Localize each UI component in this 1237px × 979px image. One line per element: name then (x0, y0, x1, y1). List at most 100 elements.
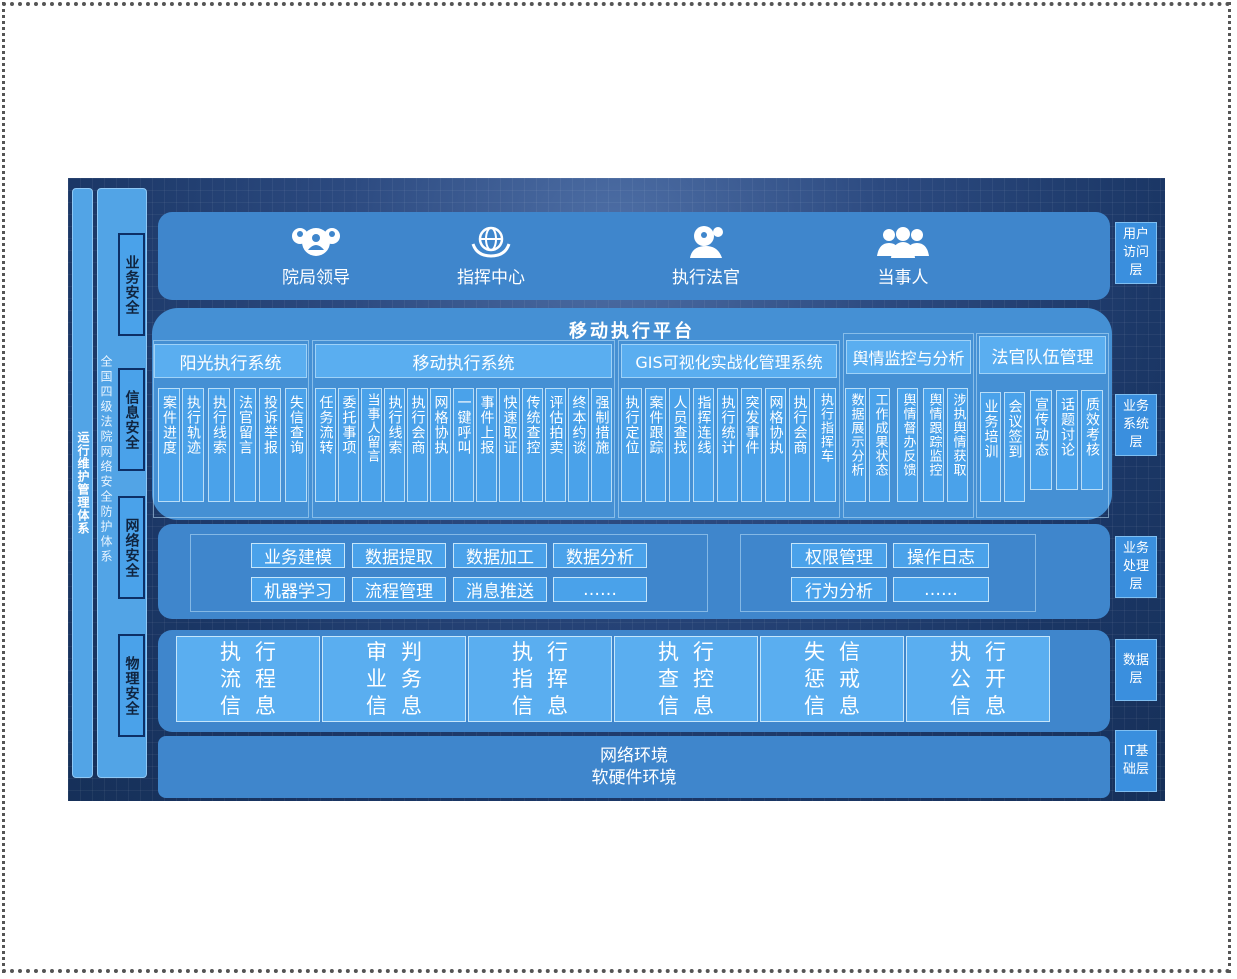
user-item-parties: 当事人 (843, 226, 963, 288)
system-frame-opinion (843, 333, 974, 518)
leaf-item: 数据展示分析 (845, 388, 866, 502)
leaf-item: 案件跟踪 (645, 388, 666, 502)
system-frame-gis (618, 340, 840, 518)
network-environment-label: 网络环境 (600, 746, 668, 766)
command-globe-icon (471, 226, 511, 258)
system-frame-sunshine (153, 340, 309, 518)
user-item-leaders: 院局领导 (256, 226, 376, 288)
system-header-opinion: 舆情监控与分析 (846, 340, 971, 374)
security-business: 业务安全 (118, 233, 145, 336)
leaf-item: 宣传动态 (1030, 390, 1052, 490)
leaf-item: 业务培训 (980, 392, 1001, 502)
processing-layer: 业务建模 数据提取 数据加工 数据分析 机器学习 流程管理 消息推送 …… 权限… (158, 524, 1110, 619)
leaf-item: 指挥连线 (693, 388, 714, 502)
leaf-item: 会议签到 (1004, 392, 1025, 502)
leaf-item: 执行会商 (789, 388, 810, 502)
architecture-diagram: 运行维护管理体系 全国四级法院网络安全防护体系 业务安全 信息安全 网络安全 物… (68, 178, 1165, 801)
leaf-item: 舆情跟踪监控 (923, 388, 944, 502)
processing-group-right (740, 534, 1036, 612)
process-item: 流程管理 (352, 577, 446, 602)
leaf-item: 当事人留言 (361, 388, 382, 502)
user-item-judge: 执行法官 (646, 224, 766, 288)
data-block: 执行指挥信息 (468, 636, 612, 722)
data-layer: 执行流程信息 审判业务信息 执行指挥信息 执行查控信息 失信惩戒信息 执行公开信… (158, 630, 1110, 732)
leaf-item: 质效考核 (1081, 390, 1103, 490)
process-item: 消息推送 (453, 577, 547, 602)
security-network: 网络安全 (118, 496, 145, 599)
side-label-data: 数据层 (1115, 639, 1157, 701)
leaf-item: 工作成果状态 (869, 388, 890, 502)
defense-system-label: 全国四级法院网络安全防护体系 (99, 355, 113, 565)
leaf-item: 失信查询 (285, 388, 307, 502)
process-item: 数据分析 (553, 543, 647, 568)
side-label-business-processing: 业务处理层 (1115, 536, 1157, 598)
side-label-user-access: 用户访问层 (1115, 222, 1157, 284)
process-item: 数据提取 (352, 543, 446, 568)
ops-system-bar: 运行维护管理体系 (72, 188, 93, 778)
leaf-item: 法官留言 (234, 388, 256, 502)
process-item: 权限管理 (791, 543, 887, 568)
system-header-judges: 法官队伍管理 (979, 336, 1106, 374)
user-label-parties: 当事人 (877, 268, 929, 288)
leaf-item: 一键呼叫 (453, 388, 474, 502)
leaf-item: 网格协执 (765, 388, 786, 502)
side-label-business-system: 业务系统层 (1115, 394, 1157, 456)
leaf-item: 事件上报 (476, 388, 497, 502)
processing-group-left (190, 534, 708, 612)
leaf-item: 投诉举报 (259, 388, 281, 502)
leaf-item: 执行轨迹 (182, 388, 204, 502)
system-header-sunshine: 阳光执行系统 (154, 344, 307, 378)
system-frame-mobile (312, 340, 615, 518)
leaf-item: 终本约谈 (568, 388, 589, 502)
leaf-item: 人员查找 (669, 388, 690, 502)
process-item: …… (553, 577, 647, 602)
parties-icon (877, 227, 929, 258)
process-item: 操作日志 (893, 543, 989, 568)
leaf-item: 突发事件 (741, 388, 762, 502)
hardware-software-label: 软硬件环境 (591, 768, 677, 788)
leaf-item: 传统查控 (522, 388, 543, 502)
leaf-item: 执行指挥车 (814, 388, 836, 502)
data-block: 执行流程信息 (176, 636, 320, 722)
leaf-item: 案件进度 (158, 388, 180, 502)
leaf-item: 任务流转 (315, 388, 336, 502)
platform-title: 移动执行平台 (569, 321, 695, 342)
leaders-icon (292, 228, 340, 256)
side-label-it-infrastructure: IT基础层 (1115, 730, 1157, 792)
user-label-command: 指挥中心 (457, 268, 525, 288)
leaf-item: 快速取证 (499, 388, 520, 502)
data-block: 执行查控信息 (614, 636, 758, 722)
user-access-layer: 院局领导 指挥中心 执行法官 (158, 212, 1110, 300)
leaf-item: 执行会商 (407, 388, 428, 502)
ops-system-label: 运行维护管理体系 (76, 431, 90, 535)
system-frame-judges (976, 333, 1109, 518)
data-block: 执行公开信息 (906, 636, 1050, 722)
leaf-item: 执行线索 (208, 388, 230, 502)
process-item: 行为分析 (791, 577, 887, 602)
process-item: 业务建模 (251, 543, 345, 568)
leaf-item: 执行线索 (384, 388, 405, 502)
leaf-item: 舆情督办反馈 (897, 388, 918, 502)
it-layer: 网络环境 软硬件环境 (158, 736, 1110, 798)
data-block: 失信惩戒信息 (760, 636, 904, 722)
security-physical: 物理安全 (118, 634, 145, 737)
user-item-command: 指挥中心 (431, 226, 551, 288)
data-block: 审判业务信息 (322, 636, 466, 722)
it-layer-text: 网络环境 软硬件环境 (534, 745, 734, 789)
leaf-item: 网格协执 (430, 388, 451, 502)
process-item: 机器学习 (251, 577, 345, 602)
user-label-judge: 执行法官 (672, 268, 740, 288)
leaf-item: 委托事项 (338, 388, 359, 502)
leaf-item: 评估拍卖 (545, 388, 566, 502)
leaf-item: 话题讨论 (1056, 390, 1078, 490)
process-item: …… (893, 577, 989, 602)
leaf-item: 执行定位 (621, 388, 642, 502)
system-header-gis: GIS可视化实战化管理系统 (621, 344, 837, 378)
security-information: 信息安全 (118, 368, 145, 471)
process-item: 数据加工 (453, 543, 547, 568)
system-header-mobile: 移动执行系统 (315, 344, 612, 378)
leaf-item: 执行统计 (717, 388, 738, 502)
leaf-item: 强制措施 (591, 388, 612, 502)
judge-icon (690, 226, 723, 258)
